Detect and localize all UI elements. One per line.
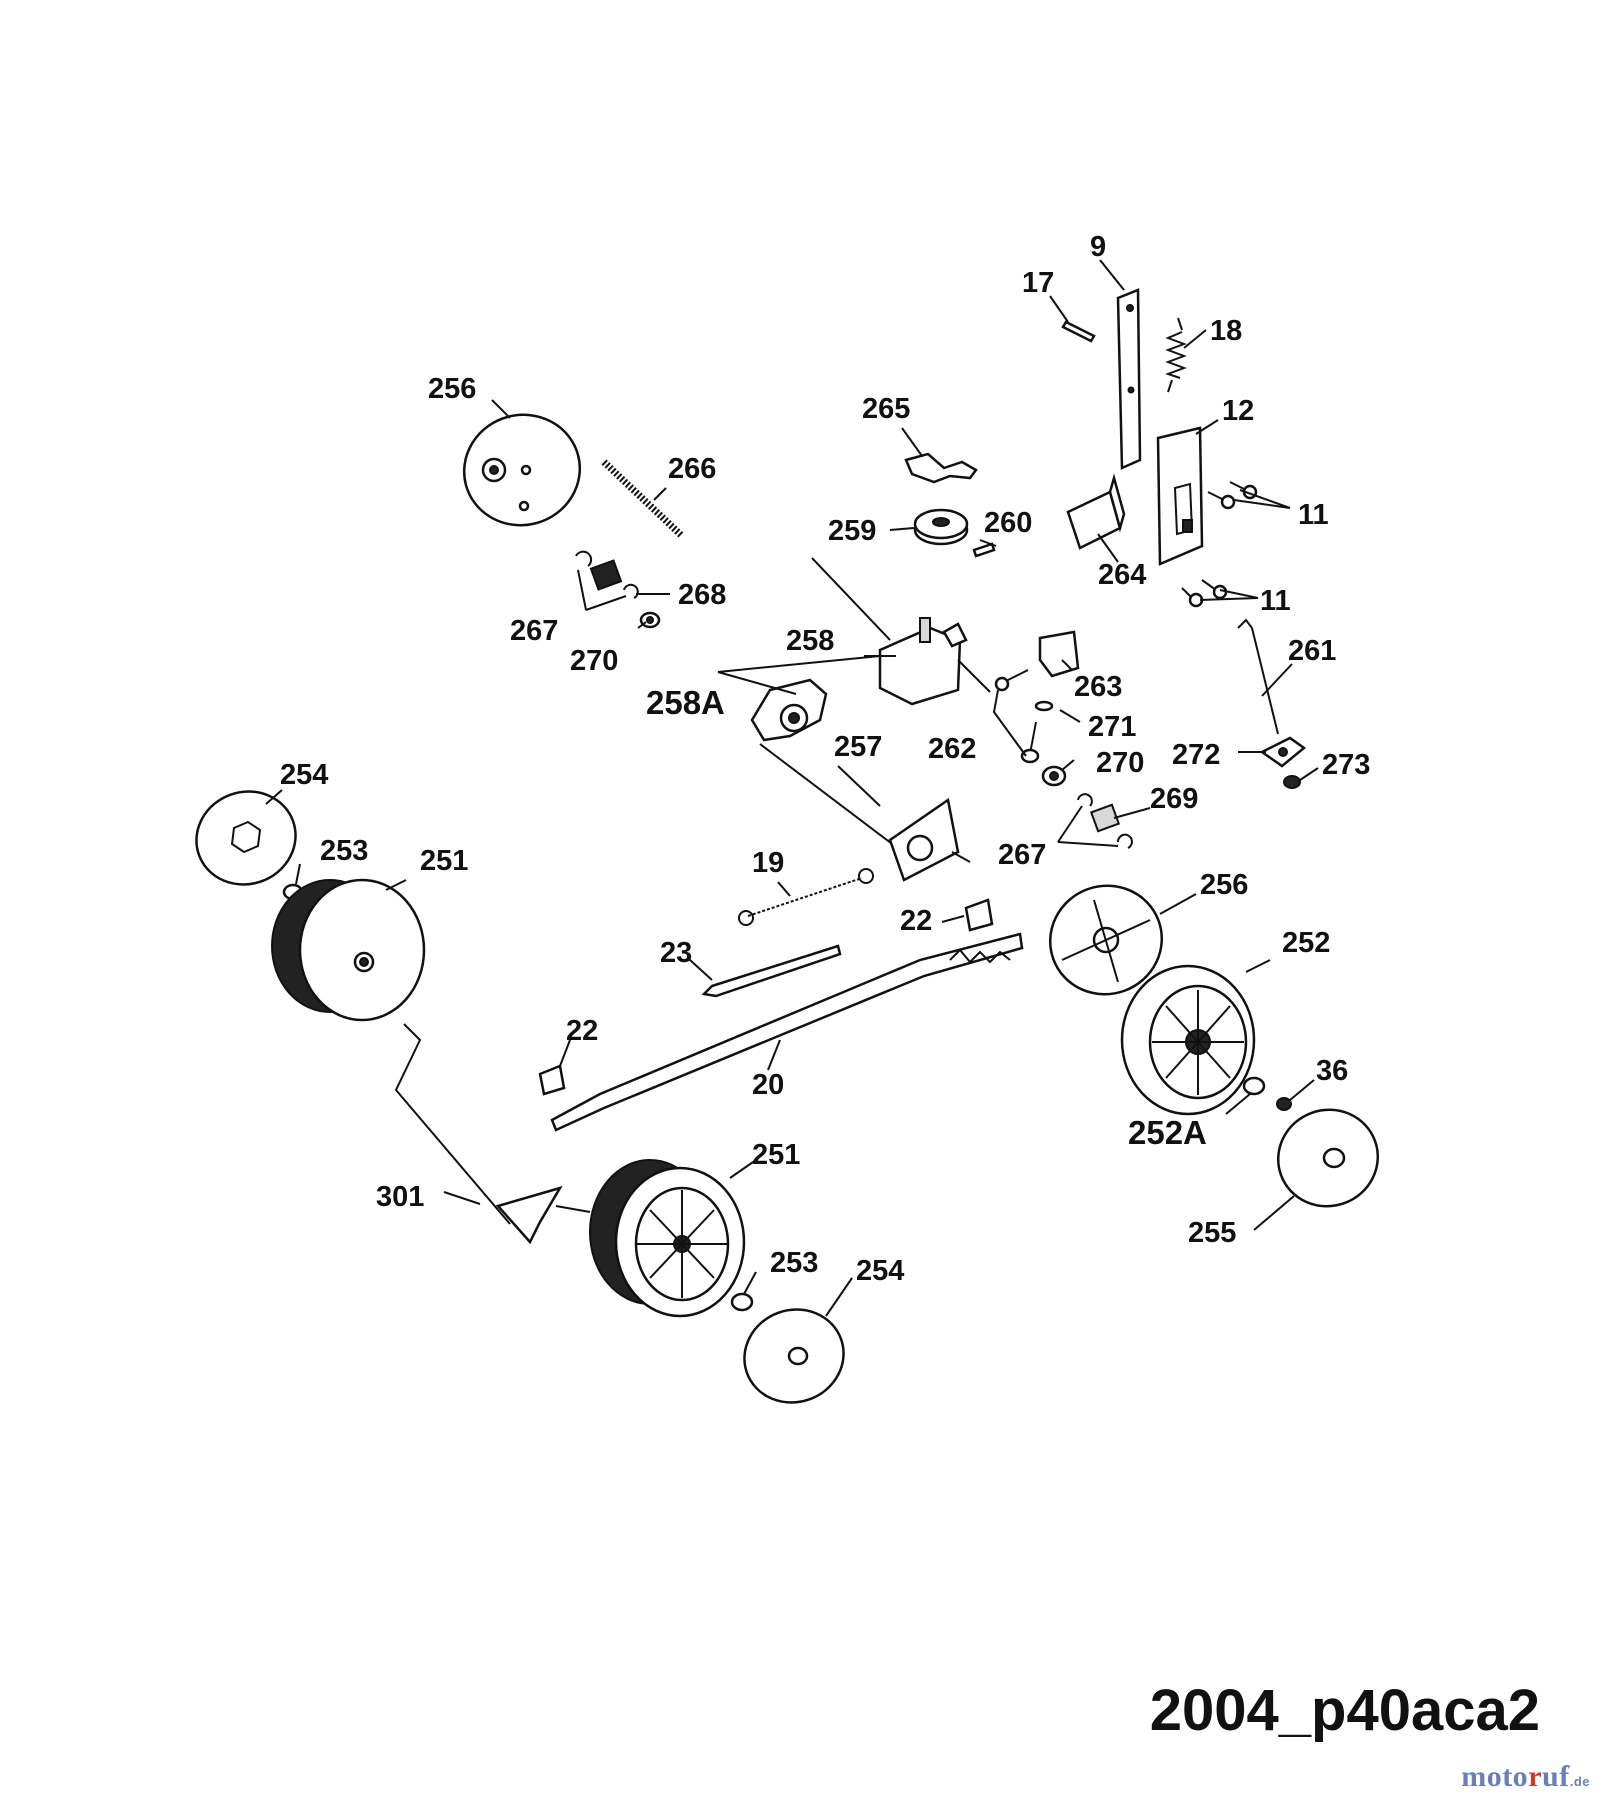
part-hubcap-256-top <box>462 413 582 527</box>
callout-273: 273 <box>1322 749 1370 781</box>
part-washer-253-bottom <box>730 1292 754 1312</box>
part-hubcap-254-bottom <box>743 1308 845 1404</box>
brand-tld: .de <box>1569 1774 1590 1789</box>
part-nut-273 <box>1283 775 1301 789</box>
part-wheel-251-top <box>271 878 426 1022</box>
part-rod-261 <box>1237 618 1279 735</box>
callout-36: 36 <box>1316 1055 1348 1087</box>
callout-262: 262 <box>928 733 976 765</box>
part-bracket-258A <box>750 678 828 742</box>
callout-12: 12 <box>1222 395 1254 427</box>
part-bar-23 <box>701 944 842 998</box>
part-bar-20 <box>550 932 1024 1132</box>
part-washer-36 <box>1276 1097 1292 1111</box>
callout-11-upper: 11 <box>1298 499 1329 531</box>
callout-272: 272 <box>1172 739 1220 771</box>
callout-301: 301 <box>376 1181 424 1213</box>
part-washer-271 <box>1034 700 1054 712</box>
callout-254-bottom: 254 <box>856 1255 904 1287</box>
callout-269: 269 <box>1150 783 1198 815</box>
part-spring-19 <box>738 868 874 926</box>
part-plate-12 <box>1156 426 1204 566</box>
callout-253-bottom: 253 <box>770 1247 818 1279</box>
part-plate-272 <box>1259 736 1307 768</box>
callout-18: 18 <box>1210 315 1242 347</box>
part-bracket-263 <box>1038 630 1080 678</box>
callout-259: 259 <box>828 515 876 547</box>
part-nut-252A <box>1242 1076 1266 1096</box>
callout-267-top: 267 <box>510 615 558 647</box>
part-clip-22-top <box>964 898 994 932</box>
part-wheel-251-bottom <box>589 1159 746 1318</box>
callout-261: 261 <box>1288 635 1336 667</box>
callout-270-bottom: 270 <box>1096 747 1144 779</box>
part-bracket-264 <box>1066 473 1126 550</box>
part-lever-301 <box>394 1023 591 1245</box>
callout-258A: 258A <box>646 684 725 721</box>
callout-19: 19 <box>752 847 784 879</box>
part-shaft-257 <box>759 743 971 882</box>
callout-267-bottom: 267 <box>998 839 1046 871</box>
diagram-id-label: 2004_p40aca2 <box>1149 1678 1540 1743</box>
callout-labels: 9 17 18 12 11 11 256 266 265 259 260 264… <box>280 231 1370 1287</box>
callout-9: 9 <box>1090 231 1106 263</box>
brand-part2: r <box>1528 1760 1543 1793</box>
part-gearbox-258 <box>811 557 991 706</box>
callout-17: 17 <box>1022 267 1054 299</box>
callout-263: 263 <box>1074 671 1122 703</box>
callout-257: 257 <box>834 731 882 763</box>
callout-266: 266 <box>668 453 716 485</box>
callout-255: 255 <box>1188 1217 1236 1249</box>
callout-258: 258 <box>786 625 834 657</box>
part-hubcap-255 <box>1276 1108 1380 1208</box>
callout-252: 252 <box>1282 927 1330 959</box>
callout-251-bottom: 251 <box>752 1139 800 1171</box>
part-hubcap-254-top <box>195 790 297 886</box>
callout-265: 265 <box>862 393 910 425</box>
callout-22-bottom: 22 <box>566 1015 598 1047</box>
callout-264: 264 <box>1098 559 1146 591</box>
part-bushing-268 <box>575 550 661 629</box>
callout-256-mid: 256 <box>1200 869 1248 901</box>
brand-part3: uf <box>1542 1760 1570 1793</box>
brand-logo: motoruf.de <box>1461 1760 1590 1794</box>
callout-251-top: 251 <box>420 845 468 877</box>
part-bar-9 <box>1116 288 1142 470</box>
part-bolts-262 <box>992 669 1040 764</box>
callout-260: 260 <box>984 507 1032 539</box>
callout-254-top: 254 <box>280 759 328 791</box>
callout-271: 271 <box>1088 711 1136 743</box>
part-nut-270 <box>1041 765 1067 787</box>
part-pin-17 <box>1061 320 1096 343</box>
part-clip-22-bottom <box>538 1064 566 1096</box>
callout-268: 268 <box>678 579 726 611</box>
brand-part1: moto <box>1461 1760 1529 1793</box>
part-hubcap-256-mid <box>1048 884 1164 996</box>
leader-lines <box>265 259 1319 1317</box>
part-pulley-259 <box>913 508 969 546</box>
part-clip-265 <box>904 452 978 484</box>
callout-270-top: 270 <box>570 645 618 677</box>
part-bushing-269 <box>1077 793 1133 849</box>
callout-252A: 252A <box>1128 1114 1207 1151</box>
callout-253-top: 253 <box>320 835 368 867</box>
part-spring-18 <box>1165 317 1187 393</box>
callout-20: 20 <box>752 1069 784 1101</box>
callout-23: 23 <box>660 937 692 969</box>
callout-11-lower: 11 <box>1260 585 1291 617</box>
callout-22-top: 22 <box>900 905 932 937</box>
part-rod-266 <box>601 459 685 539</box>
part-wheel-252 <box>1120 964 1256 1116</box>
part-key-260 <box>972 542 996 558</box>
callout-256-top: 256 <box>428 373 476 405</box>
